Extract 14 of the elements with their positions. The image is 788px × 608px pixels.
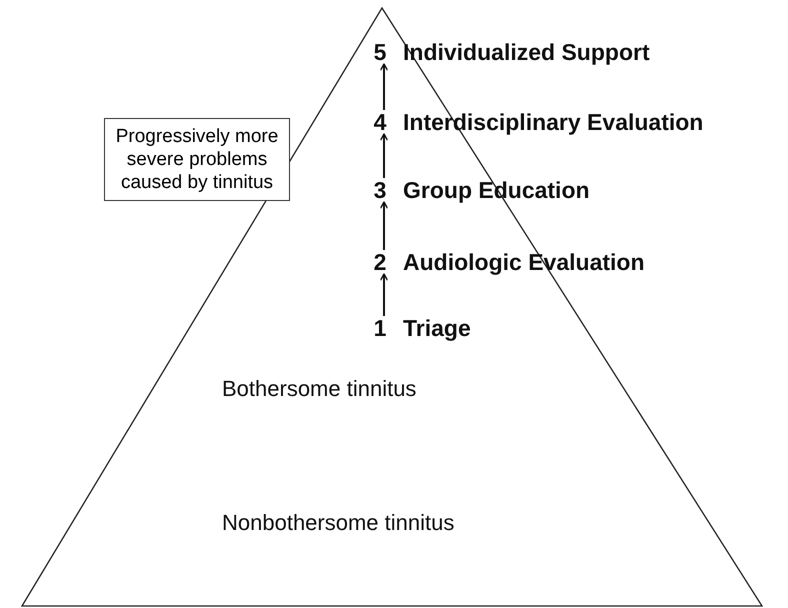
tier-label: Bothersome tinnitus [222, 376, 416, 402]
arrow [380, 201, 388, 250]
tier-label: Nonbothersome tinnitus [222, 510, 454, 536]
arrow [380, 133, 388, 178]
step-number: 1 [372, 314, 388, 342]
note-text: Progressively more severe problems caused by tinnitus [116, 126, 278, 193]
arrow [380, 63, 388, 110]
step-number: 2 [372, 248, 388, 276]
step-number: 3 [372, 176, 388, 204]
step-number: 5 [372, 38, 388, 66]
step-number: 4 [372, 108, 388, 136]
note-box [104, 118, 290, 201]
step-label: Triage [403, 314, 471, 342]
arrow [380, 273, 388, 316]
